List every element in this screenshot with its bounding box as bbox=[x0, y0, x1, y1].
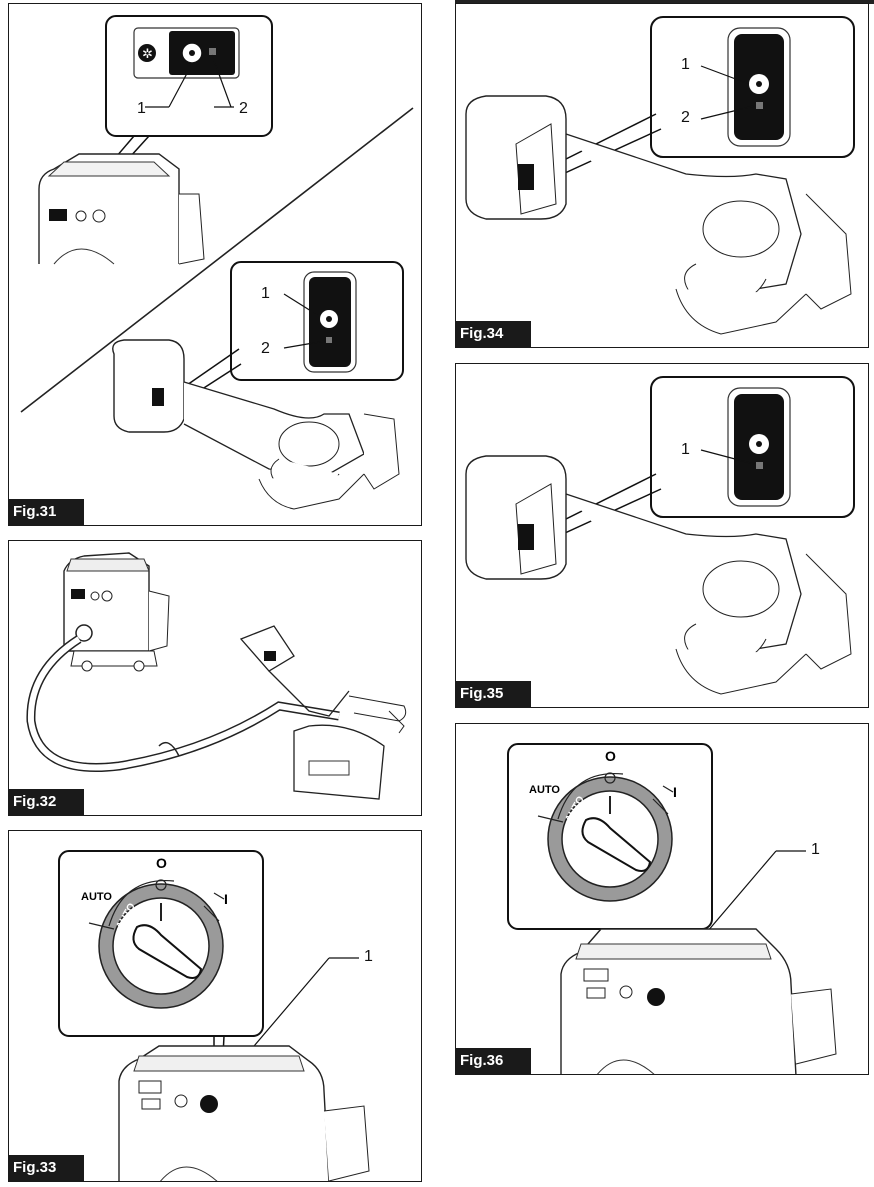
fig36-dial-auto: AUTO bbox=[529, 784, 560, 796]
fig33-dial-auto: AUTO bbox=[81, 891, 112, 903]
fig31-callout-1a: 1 bbox=[137, 100, 146, 117]
fig31-callout-2a: 2 bbox=[239, 100, 248, 117]
fig34-illustration bbox=[465, 16, 855, 335]
fig35-callout-1: 1 bbox=[681, 441, 690, 458]
fig31-callout-1b: 1 bbox=[261, 285, 270, 302]
fig34-callout-1: 1 bbox=[681, 56, 690, 73]
fig33-dial-off: O bbox=[156, 855, 167, 871]
bluetooth-icon: ✲ bbox=[142, 46, 153, 61]
figure-32: Fig.32 bbox=[8, 540, 422, 816]
fig33-callout-1: 1 bbox=[364, 948, 373, 965]
fig32-illustration bbox=[26, 552, 407, 800]
fig31-illustration: ✲ bbox=[20, 15, 414, 510]
fig36-label: Fig.36 bbox=[456, 1048, 532, 1074]
figure-36: AUTO O I AUTO 1 Fig.36 bbox=[455, 723, 869, 1075]
fig32-label: Fig.32 bbox=[9, 789, 85, 815]
fig36-callout-1: 1 bbox=[811, 841, 820, 858]
fig34-label: Fig.34 bbox=[456, 321, 532, 347]
fig35-label: Fig.35 bbox=[456, 681, 532, 707]
fig36-dial-on: I bbox=[673, 784, 677, 800]
fig35-illustration bbox=[465, 376, 855, 695]
figure-34: 1 2 Fig.34 bbox=[455, 3, 869, 348]
figure-35: 1 Fig.35 bbox=[455, 363, 869, 708]
figure-31: ✲ 1 bbox=[8, 3, 422, 526]
fig31-label: Fig.31 bbox=[9, 499, 85, 525]
top-border bbox=[455, 0, 874, 4]
fig31-callout-2b: 2 bbox=[261, 340, 270, 357]
figure-33: AUTO O I AUTO 1 Fig.33 bbox=[8, 830, 422, 1182]
fig36-illustration bbox=[507, 743, 837, 1074]
fig33-illustration bbox=[58, 850, 370, 1181]
fig36-dial-off: O bbox=[605, 748, 616, 764]
fig33-dial-on: I bbox=[224, 891, 228, 907]
fig34-callout-2: 2 bbox=[681, 109, 690, 126]
fig33-label: Fig.33 bbox=[9, 1155, 85, 1181]
